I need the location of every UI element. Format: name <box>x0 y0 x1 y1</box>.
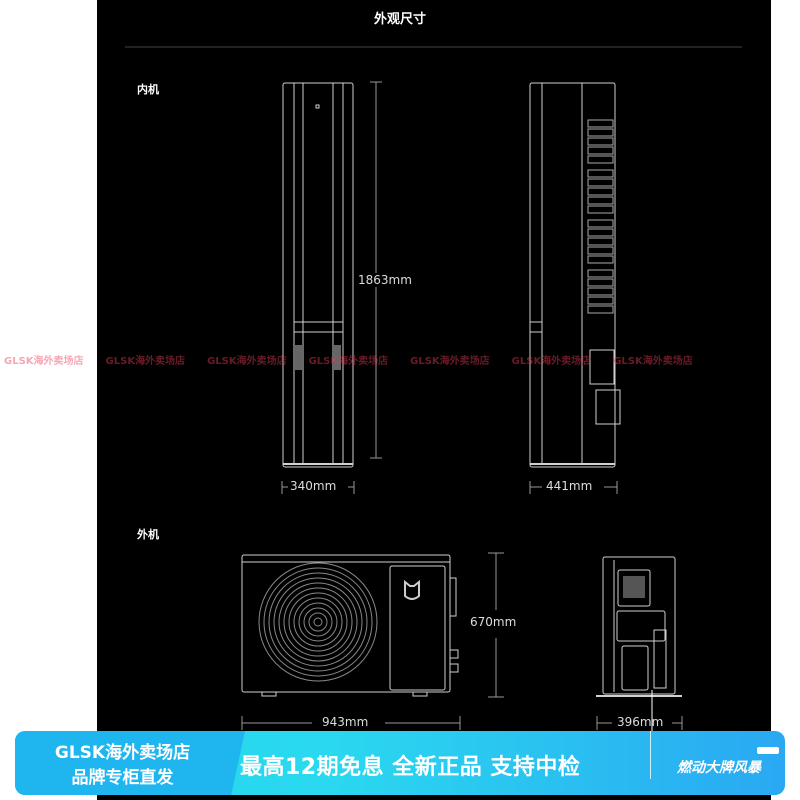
watermark-text: GLSK海外卖场店 <box>105 356 186 367</box>
store-tagline: 品牌专柜直发 <box>71 768 174 788</box>
vent-slot <box>587 146 614 155</box>
fan-ring <box>293 597 343 647</box>
vent-slot <box>587 237 614 246</box>
vent-slot <box>587 269 614 278</box>
indoor-depth-label: 441mm <box>546 479 593 493</box>
vent-slot <box>587 305 614 314</box>
campaign-tag <box>757 747 779 754</box>
vent-slot <box>587 128 614 137</box>
promo-text: 最高12期免息 全新正品 支持中检 <box>240 755 581 780</box>
outdoor-height-label: 670mm <box>470 615 517 629</box>
fan-ring <box>263 567 373 677</box>
outdoor-section-label: 外机 <box>137 528 159 541</box>
vent-slot <box>587 187 614 196</box>
vent-slot <box>587 287 614 296</box>
fan-ring <box>283 587 353 657</box>
watermark: GLSK海外卖场店 GLSK海外卖场店 GLSK海外卖场店 GLSK海外卖场店 GLSK… <box>4 352 800 367</box>
vent-slot <box>587 219 614 228</box>
fan-ring <box>278 582 358 662</box>
store-badge <box>15 731 245 795</box>
fan-ring <box>268 572 368 672</box>
campaign-logo: 燃动大牌风暴 <box>677 760 761 776</box>
vent-slot <box>587 196 614 205</box>
indoor-height-label: 1863mm <box>358 273 412 287</box>
promo-banner[interactable]: GLSK海外卖场店 品牌专柜直发 最高12期免息 全新正品 支持中检 燃动大牌风… <box>15 731 785 795</box>
indoor-width-dimension <box>281 481 355 494</box>
vent-slot <box>587 246 614 255</box>
vent-slot <box>587 278 614 287</box>
outdoor-width-label: 943mm <box>322 715 369 729</box>
indoor-depth-dimension <box>529 481 618 494</box>
fan-ring <box>298 602 338 642</box>
vent-slot <box>587 205 614 214</box>
outdoor-depth-dimension <box>596 716 683 730</box>
indoor-unit-front-view <box>282 82 354 468</box>
panel-bottom <box>97 795 771 800</box>
watermark-text: GLSK海外卖场店 <box>308 356 389 367</box>
fan-ring <box>303 607 333 637</box>
mi-logo-icon <box>404 579 420 600</box>
outdoor-unit-front-view <box>241 554 459 697</box>
indoor-unit-side-view <box>529 82 621 468</box>
watermark-text: GLSK海外卖场店 <box>207 356 287 367</box>
indoor-height-dimension <box>370 81 382 459</box>
vent-slot <box>587 137 614 146</box>
indoor-section-label: 内机 <box>137 83 159 96</box>
watermark-text: GLSK海外卖场店 <box>4 356 84 367</box>
vent-slot <box>587 178 614 187</box>
watermark-text: GLSK海外卖场店 <box>613 356 693 367</box>
vent-slot <box>587 155 614 164</box>
banner-divider <box>650 731 651 779</box>
product-image-panel <box>97 0 771 800</box>
fan-ring <box>258 562 378 682</box>
fan-ring <box>308 612 328 632</box>
fan-ring <box>313 617 323 627</box>
watermark-text: GLSK海外卖场店 <box>511 356 592 367</box>
vent-slot <box>587 169 614 178</box>
store-name: GLSK海外卖场店 <box>54 743 191 763</box>
vent-slot <box>587 255 614 264</box>
page-title: 外观尺寸 <box>373 12 426 27</box>
vent-slot <box>587 296 614 305</box>
watermark-text: GLSK海外卖场店 <box>410 356 490 367</box>
vent-slot <box>587 119 614 128</box>
fan-ring <box>273 577 363 667</box>
outdoor-height-dimension <box>488 552 504 698</box>
outdoor-depth-label: 396mm <box>617 715 664 729</box>
indoor-width-label: 340mm <box>290 479 337 493</box>
fan-ring <box>288 592 348 652</box>
outdoor-unit-side-view <box>596 556 682 800</box>
vent-slot <box>587 228 614 237</box>
outdoor-width-dimension <box>241 716 461 730</box>
